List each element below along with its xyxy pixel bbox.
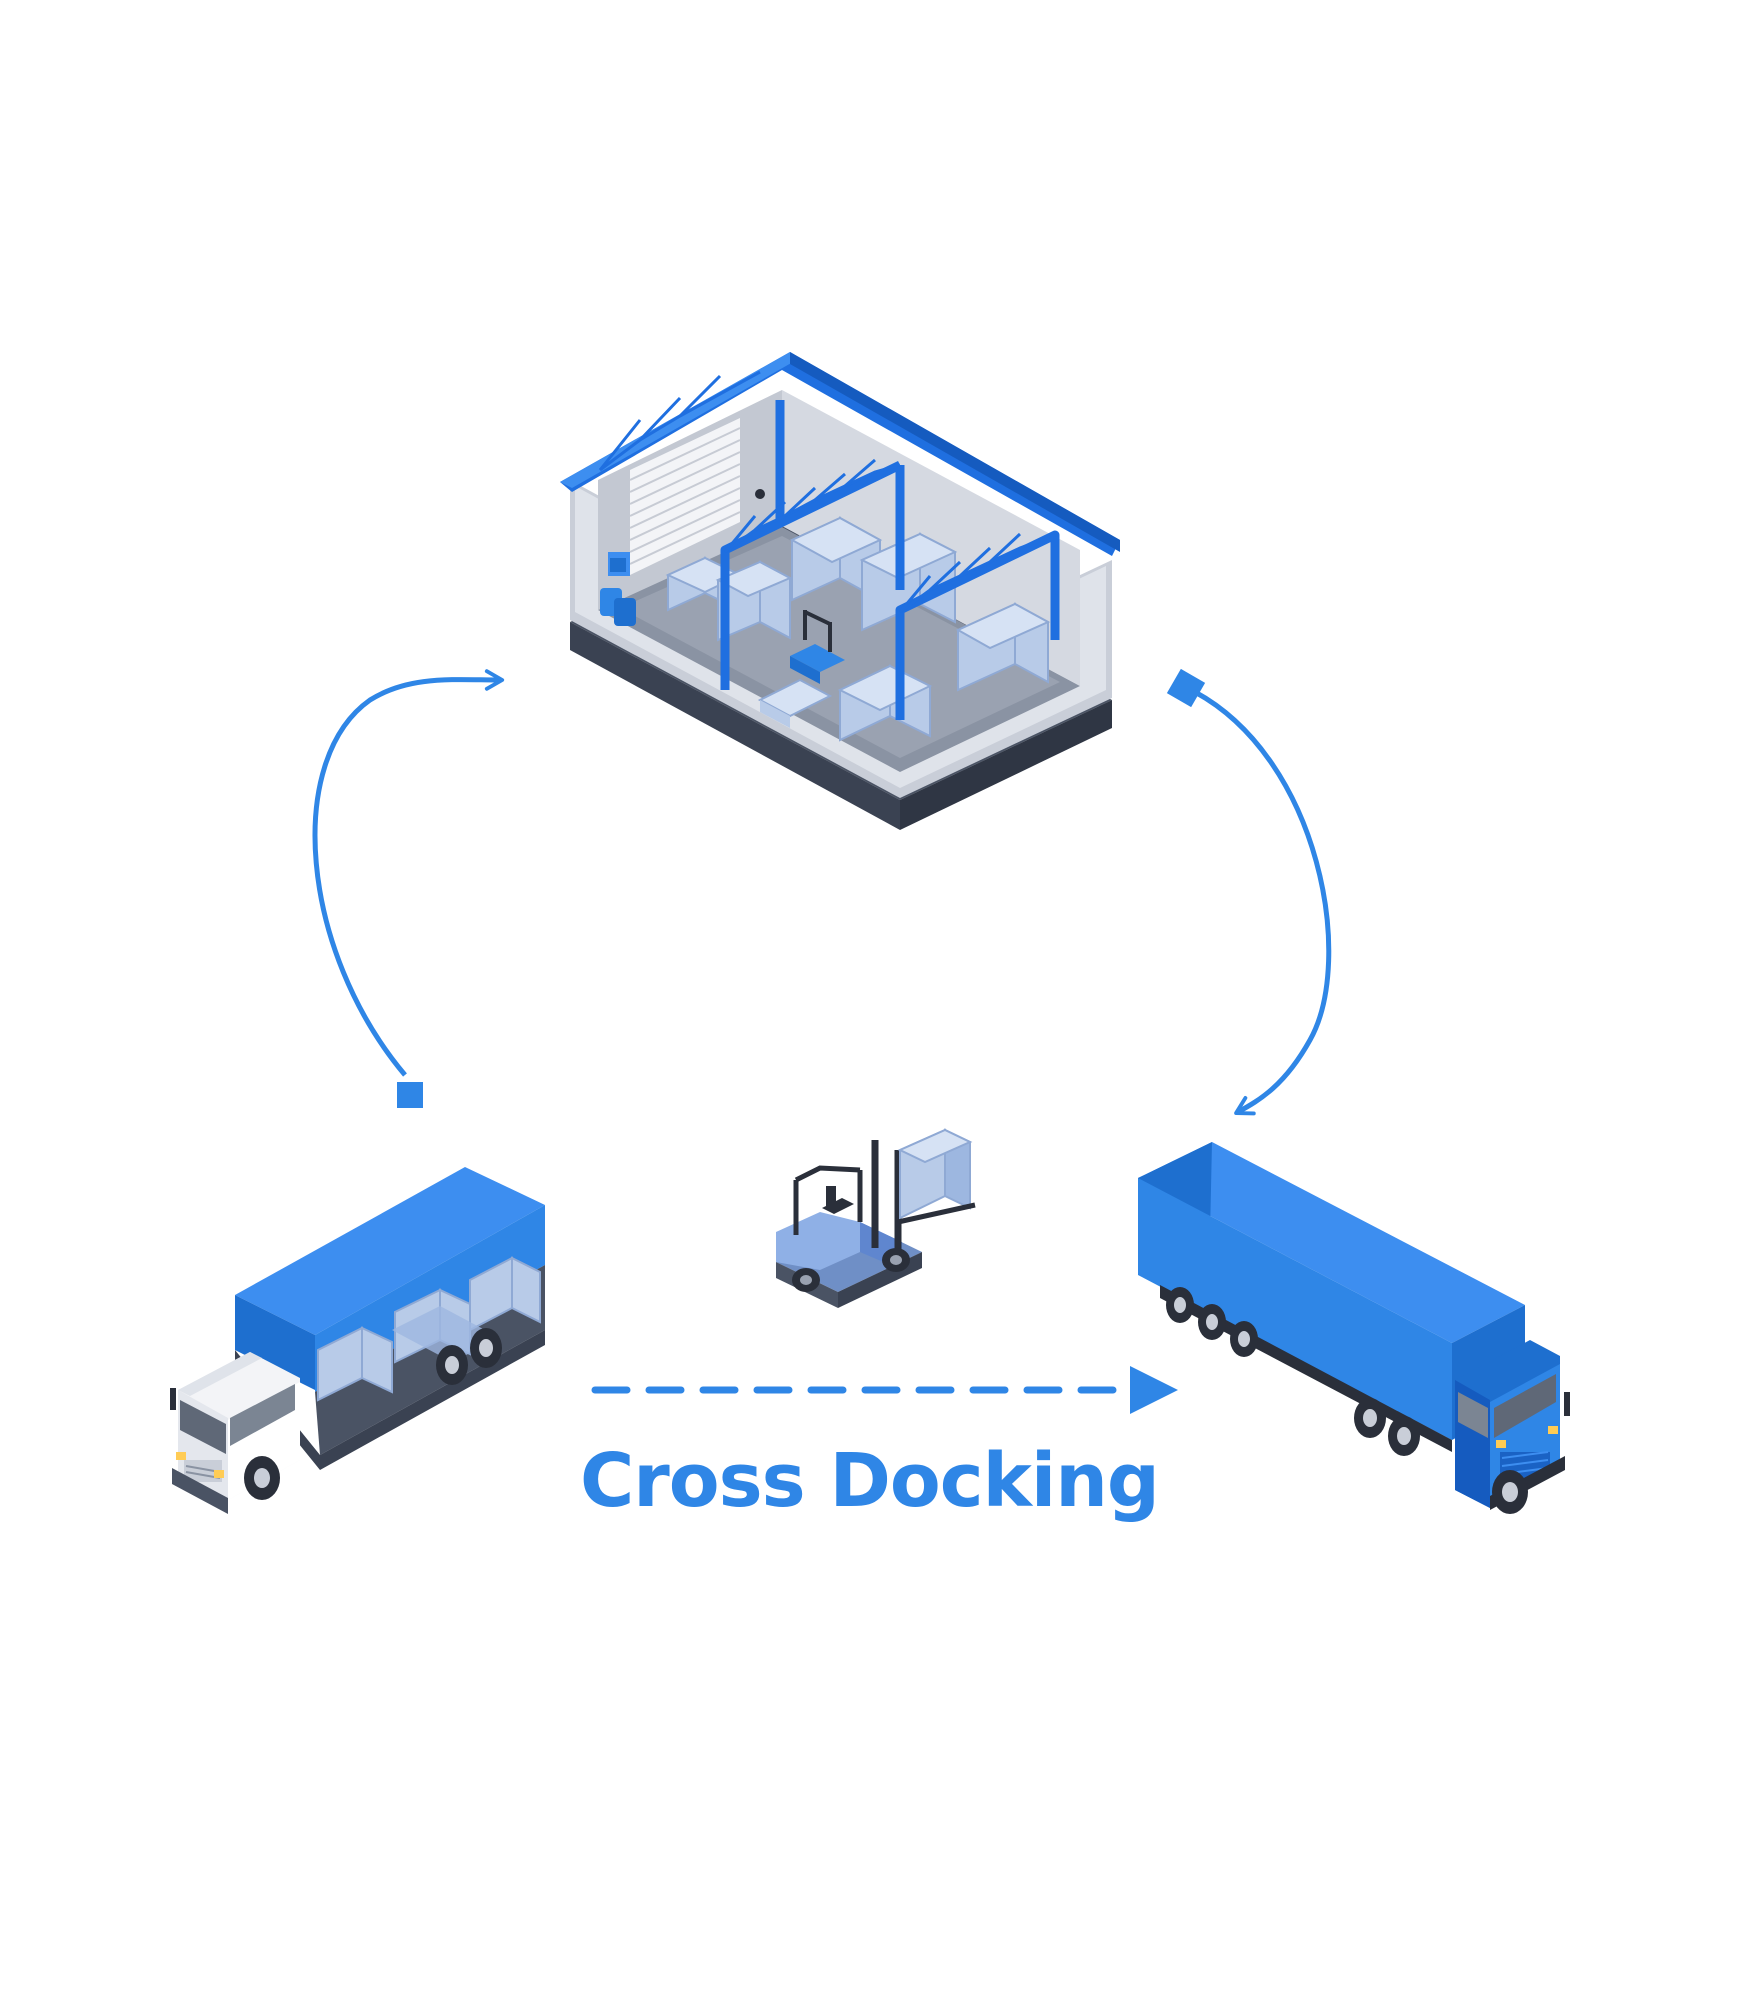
arrow-start-square-icon bbox=[1166, 668, 1206, 708]
cross-docking-dashed-arrow bbox=[591, 1366, 1178, 1414]
arrow-start-square-icon bbox=[397, 1082, 423, 1108]
warehouse-icon bbox=[560, 352, 1120, 830]
outbound-truck-icon bbox=[1138, 1142, 1570, 1514]
diagram-caption: Cross Docking bbox=[580, 1438, 1160, 1524]
inbound-to-warehouse-arrow bbox=[312, 669, 505, 1108]
arrow-head-icon bbox=[1130, 1366, 1178, 1414]
warehouse-to-outbound-arrow bbox=[1166, 668, 1332, 1116]
forklift-icon bbox=[776, 1128, 976, 1308]
inbound-truck-icon bbox=[170, 1167, 545, 1514]
